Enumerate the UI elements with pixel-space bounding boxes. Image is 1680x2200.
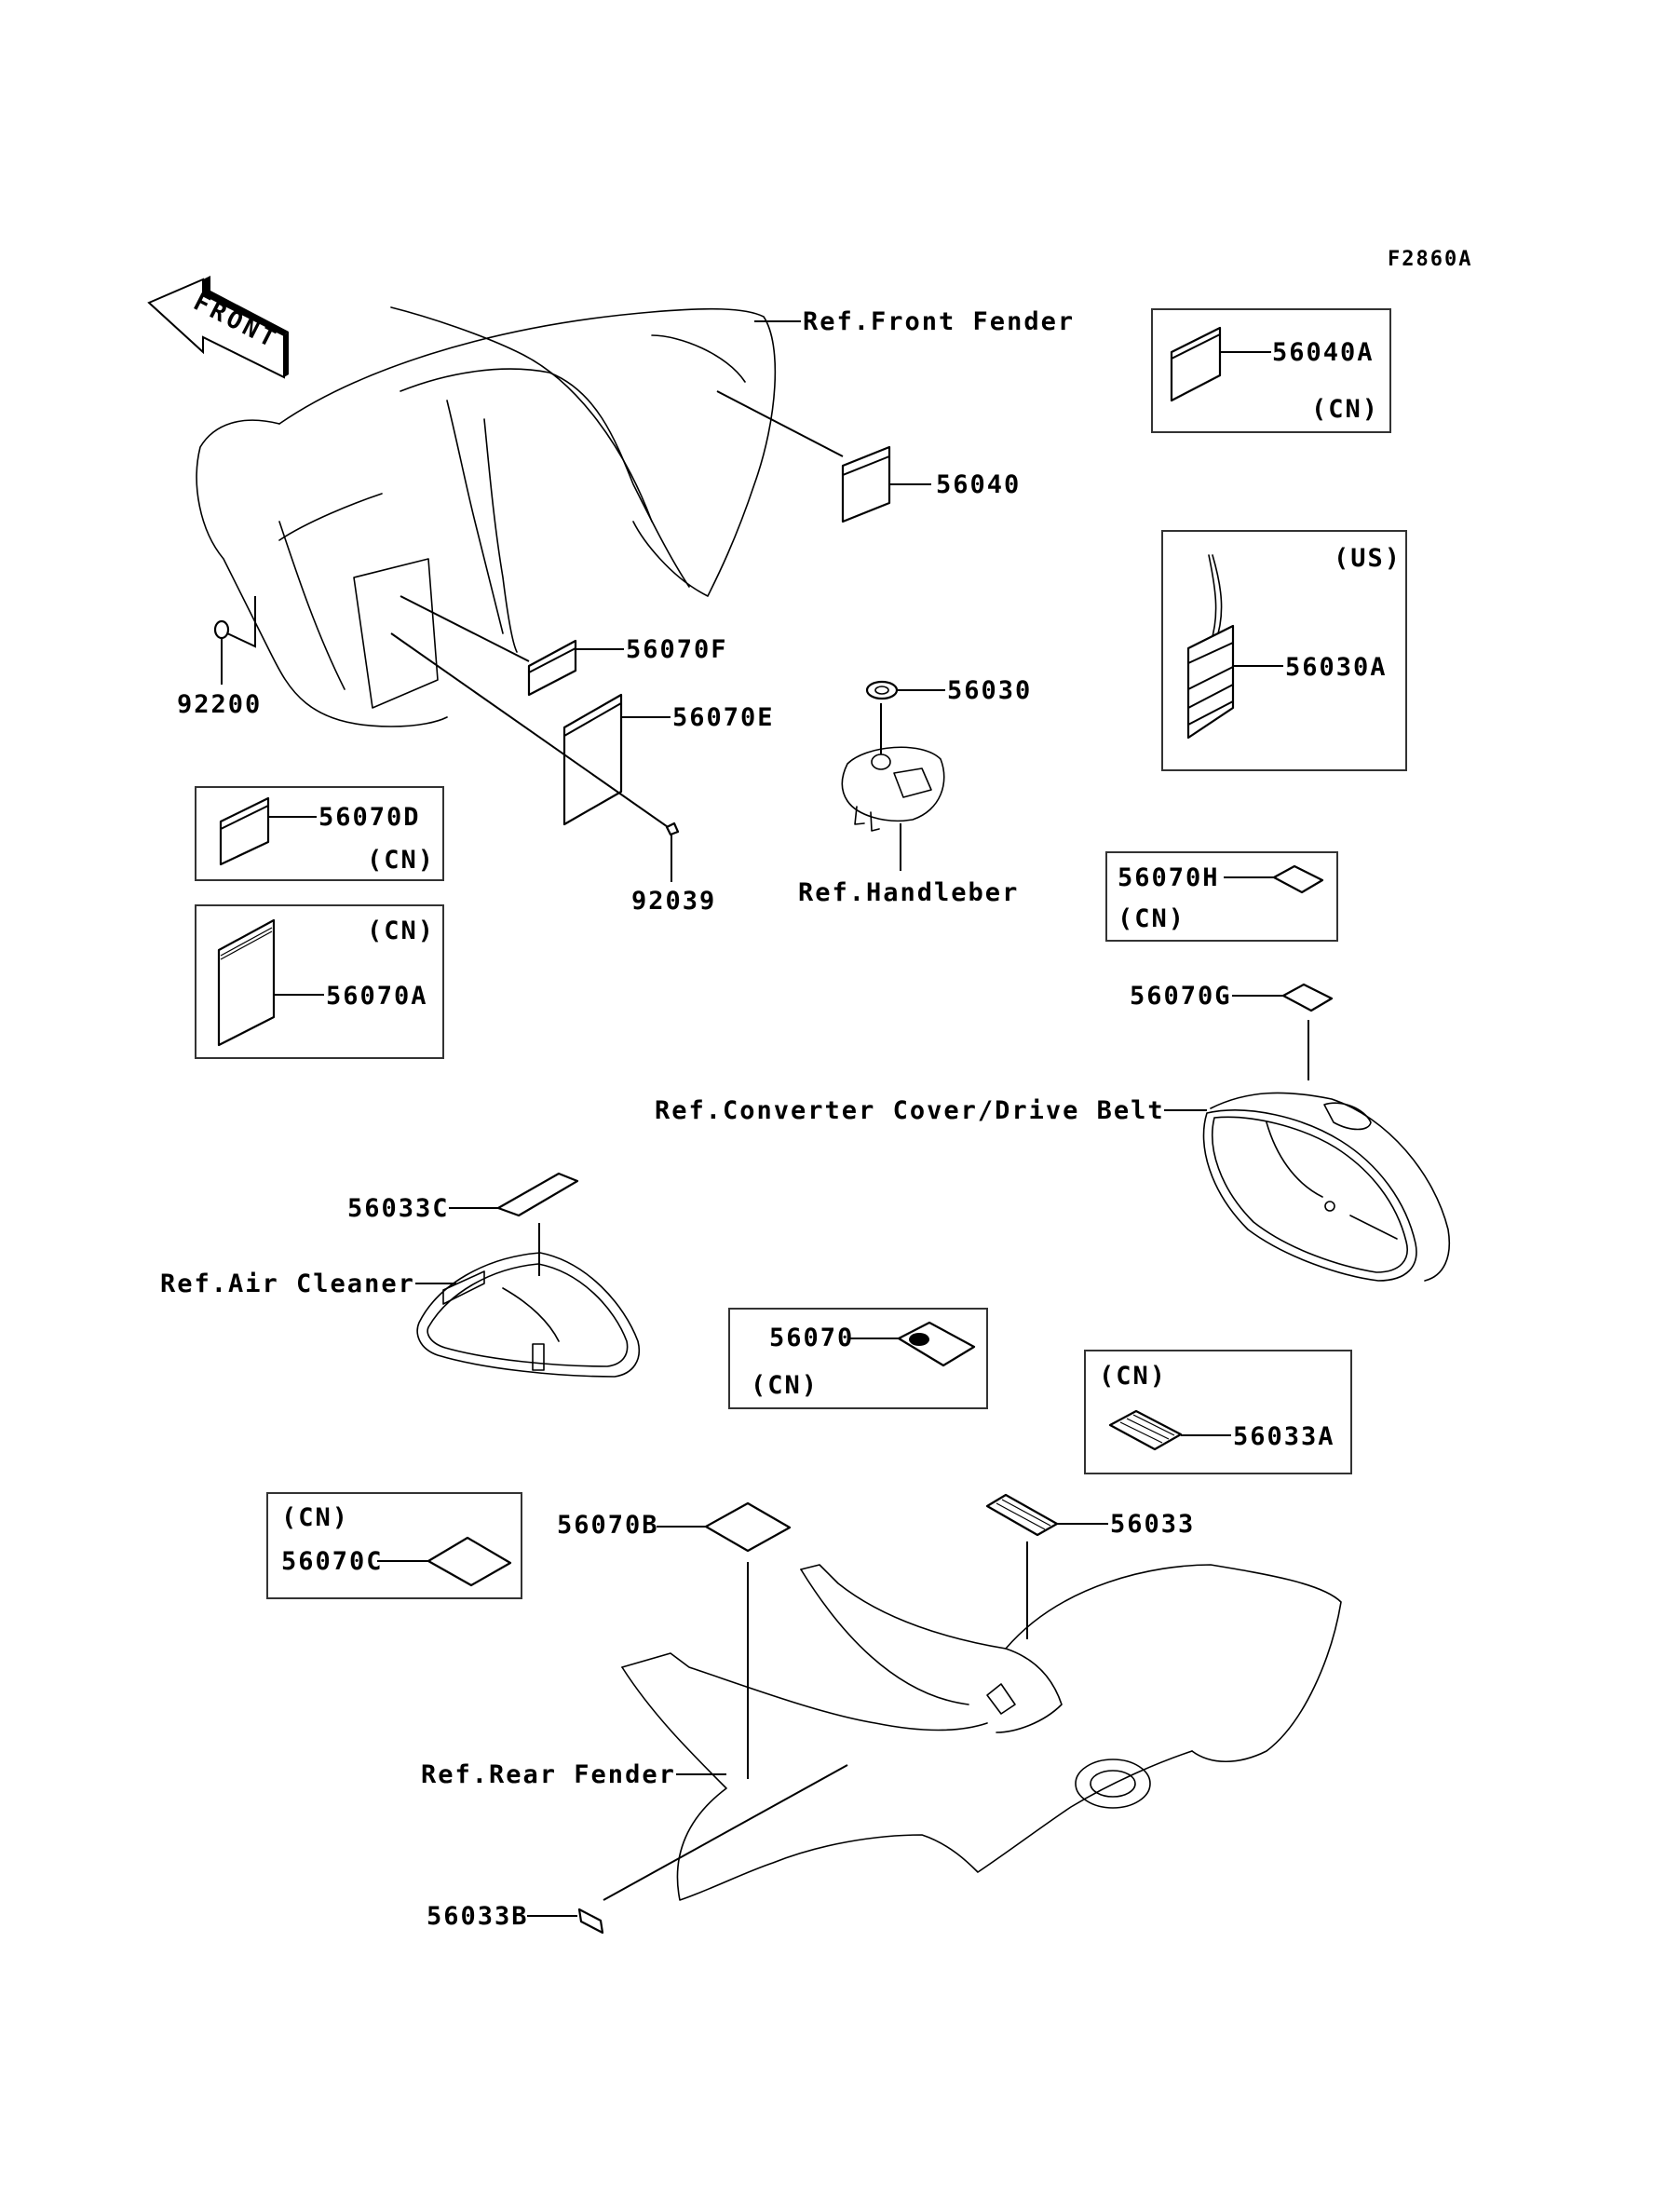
part-56070E-label: 56070E [672,703,775,732]
ref-handlebar-label: Ref.Handleber [798,878,1019,907]
region-tag-cn: (CN) [751,1371,819,1400]
part-56030A-label: 56030A [1285,653,1388,682]
decal-56070C-icon [427,1536,512,1587]
decal-56070G-icon [1281,983,1334,1012]
part-56033B-label: 56033B [427,1902,529,1931]
decal-56033-icon [985,1493,1059,1537]
figure-id: F2860A [1388,248,1472,271]
hang-tag-56030A-icon [1186,554,1235,740]
callout-box-56033A [1084,1350,1352,1474]
part-56033-label: 56033 [1110,1510,1195,1539]
callout-box-56070H [1105,851,1338,942]
part-56070H-label: 56070H [1118,863,1220,892]
region-tag-us: (US) [1334,544,1402,573]
part-56040A-label: 56040A [1272,338,1375,367]
callout-box-56040A [1151,308,1391,433]
leader-line [400,595,530,662]
decal-56070-icon [897,1321,976,1367]
converter-cover-drawing [1202,1092,1450,1282]
leader-line [226,596,256,648]
front-arrow-icon: FRONT [147,276,289,379]
callout-box-56030A [1161,530,1407,771]
handlebar-cover-drawing [841,680,945,832]
part-92200-label: 92200 [177,690,262,719]
callout-box-56070D [195,786,444,881]
screw-92039-icon [665,822,680,836]
decal-56033C-icon [496,1172,579,1217]
rear-fender-drawing [621,1564,1342,1901]
part-56070C-label: 56070C [281,1547,384,1576]
ref-converter-cover-label: Ref.Converter Cover/Drive Belt [655,1096,1165,1125]
part-56070G-label: 56070G [1130,982,1232,1011]
part-56070F-label: 56070F [626,635,728,664]
part-56070B-label: 56070B [557,1511,659,1540]
part-56070-label: 56070 [769,1324,854,1352]
decal-56070H-icon [1272,864,1324,894]
decal-56040-icon [841,445,891,523]
decal-56070D-icon [219,796,270,866]
clip-92200-icon [213,619,230,640]
part-56033C-label: 56033C [347,1194,450,1223]
decal-56033A-icon [1108,1409,1183,1451]
part-92039-label: 92039 [631,887,716,916]
part-56030-label: 56030 [947,676,1032,705]
callout-box-56070 [728,1308,988,1409]
callout-box-56070C [266,1492,522,1599]
front-fender-drawing [196,306,777,727]
decal-56040A-icon [1170,326,1222,402]
callout-box-56070A [195,904,444,1059]
ref-front-fender-label: Ref.Front Fender [803,307,1075,336]
region-tag-cn: (CN) [281,1503,349,1532]
ref-air-cleaner-label: Ref.Air Cleaner [160,1270,415,1298]
region-tag-cn: (CN) [1311,395,1379,424]
leader-line [603,1764,848,1901]
part-56070A-label: 56070A [326,982,428,1011]
decal-56070F-icon [527,639,577,697]
decal-56070E-icon [562,693,623,826]
decal-56033B-icon [577,1908,604,1935]
region-tag-cn: (CN) [367,917,435,945]
region-tag-cn: (CN) [367,846,435,875]
part-56040-label: 56040 [936,470,1021,499]
part-56033A-label: 56033A [1233,1422,1335,1451]
leader-line [716,390,844,457]
decal-56070B-icon [704,1501,792,1553]
air-cleaner-drawing [416,1252,640,1378]
region-tag-cn: (CN) [1099,1362,1167,1391]
part-56070D-label: 56070D [318,803,421,832]
ref-rear-fender-label: Ref.Rear Fender [421,1760,676,1789]
decal-56070A-icon [217,918,276,1047]
region-tag-cn: (CN) [1118,904,1185,933]
leader-line [390,632,671,830]
